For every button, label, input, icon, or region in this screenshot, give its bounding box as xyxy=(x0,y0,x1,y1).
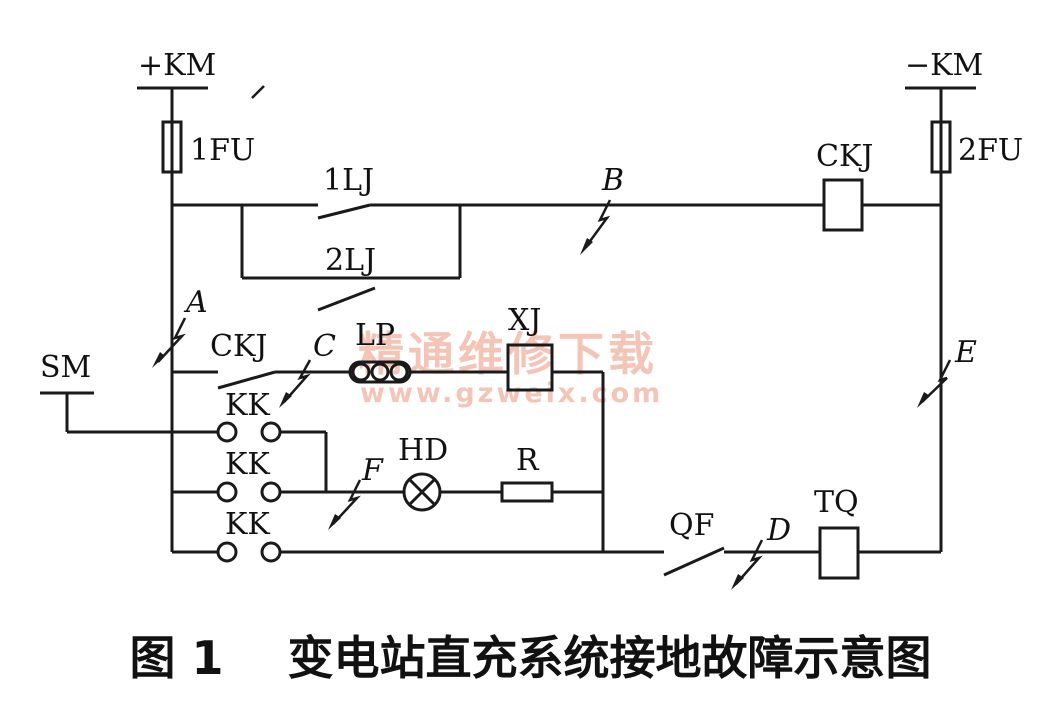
kk3-label: KK xyxy=(225,507,270,542)
fault-a-label: A xyxy=(183,285,208,320)
fault-marker-b xyxy=(580,199,612,255)
kk1-left-terminal xyxy=(216,421,238,443)
kk3-right-terminal xyxy=(260,541,282,563)
fault-e-label: E xyxy=(954,335,977,370)
kk2-left-terminal xyxy=(216,481,238,503)
xj-label: XJ xyxy=(508,303,541,338)
fault-marker-d xyxy=(731,539,764,590)
relay-2lj-contact xyxy=(317,286,376,312)
fuse-1fu-label: 1FU xyxy=(190,133,255,168)
fault-b-label: B xyxy=(601,163,624,198)
fuse-2fu-label: 2FU xyxy=(958,133,1023,168)
sm-label: SM xyxy=(40,350,91,385)
kk1-label: KK xyxy=(225,388,270,423)
figure-caption: 图 1 变电站直充系统接地故障示意图 xyxy=(129,631,932,685)
kk1-right-terminal xyxy=(260,421,282,443)
relay-2lj-label: 2LJ xyxy=(325,243,376,278)
kk2-right-terminal xyxy=(260,481,282,503)
tq-label: TQ xyxy=(814,485,859,520)
ckj-contact-label: CKJ xyxy=(210,329,267,364)
ckj-contact xyxy=(217,370,276,390)
negative-bus-label: −KM xyxy=(905,48,983,83)
xj-relay xyxy=(506,343,554,392)
ckj-coil xyxy=(822,178,864,232)
relay-1lj-label: 1LJ xyxy=(323,163,374,198)
fault-c-label: C xyxy=(313,329,336,364)
lp-terminal-2 xyxy=(370,362,390,382)
stray-mark xyxy=(251,85,265,99)
lp-label: LP xyxy=(355,318,395,353)
fault-marker-f xyxy=(328,479,362,530)
lp-terminal-1 xyxy=(351,362,371,382)
watermark-url: www.gzweix.com xyxy=(360,378,663,409)
kk3-left-terminal xyxy=(216,541,238,563)
relay-1lj-contact xyxy=(317,203,371,220)
fault-f-label: F xyxy=(361,453,384,488)
ckj-coil-label: CKJ xyxy=(816,139,873,174)
hd-label: HD xyxy=(398,433,448,468)
tq-coil xyxy=(818,526,860,580)
lp-terminal-3 xyxy=(389,362,409,382)
kk2-label: KK xyxy=(225,447,270,482)
qf-contact xyxy=(663,546,725,577)
hd-lamp-cross-2 xyxy=(408,478,436,506)
resistor-r xyxy=(500,481,554,503)
qf-label: QF xyxy=(669,508,714,543)
fault-marker-e xyxy=(917,359,952,408)
r-label: R xyxy=(516,443,540,478)
positive-bus-label: +KM xyxy=(138,48,216,83)
fault-d-label: D xyxy=(766,513,791,548)
fault-marker-c xyxy=(279,359,312,408)
fault-marker-a xyxy=(152,317,187,368)
